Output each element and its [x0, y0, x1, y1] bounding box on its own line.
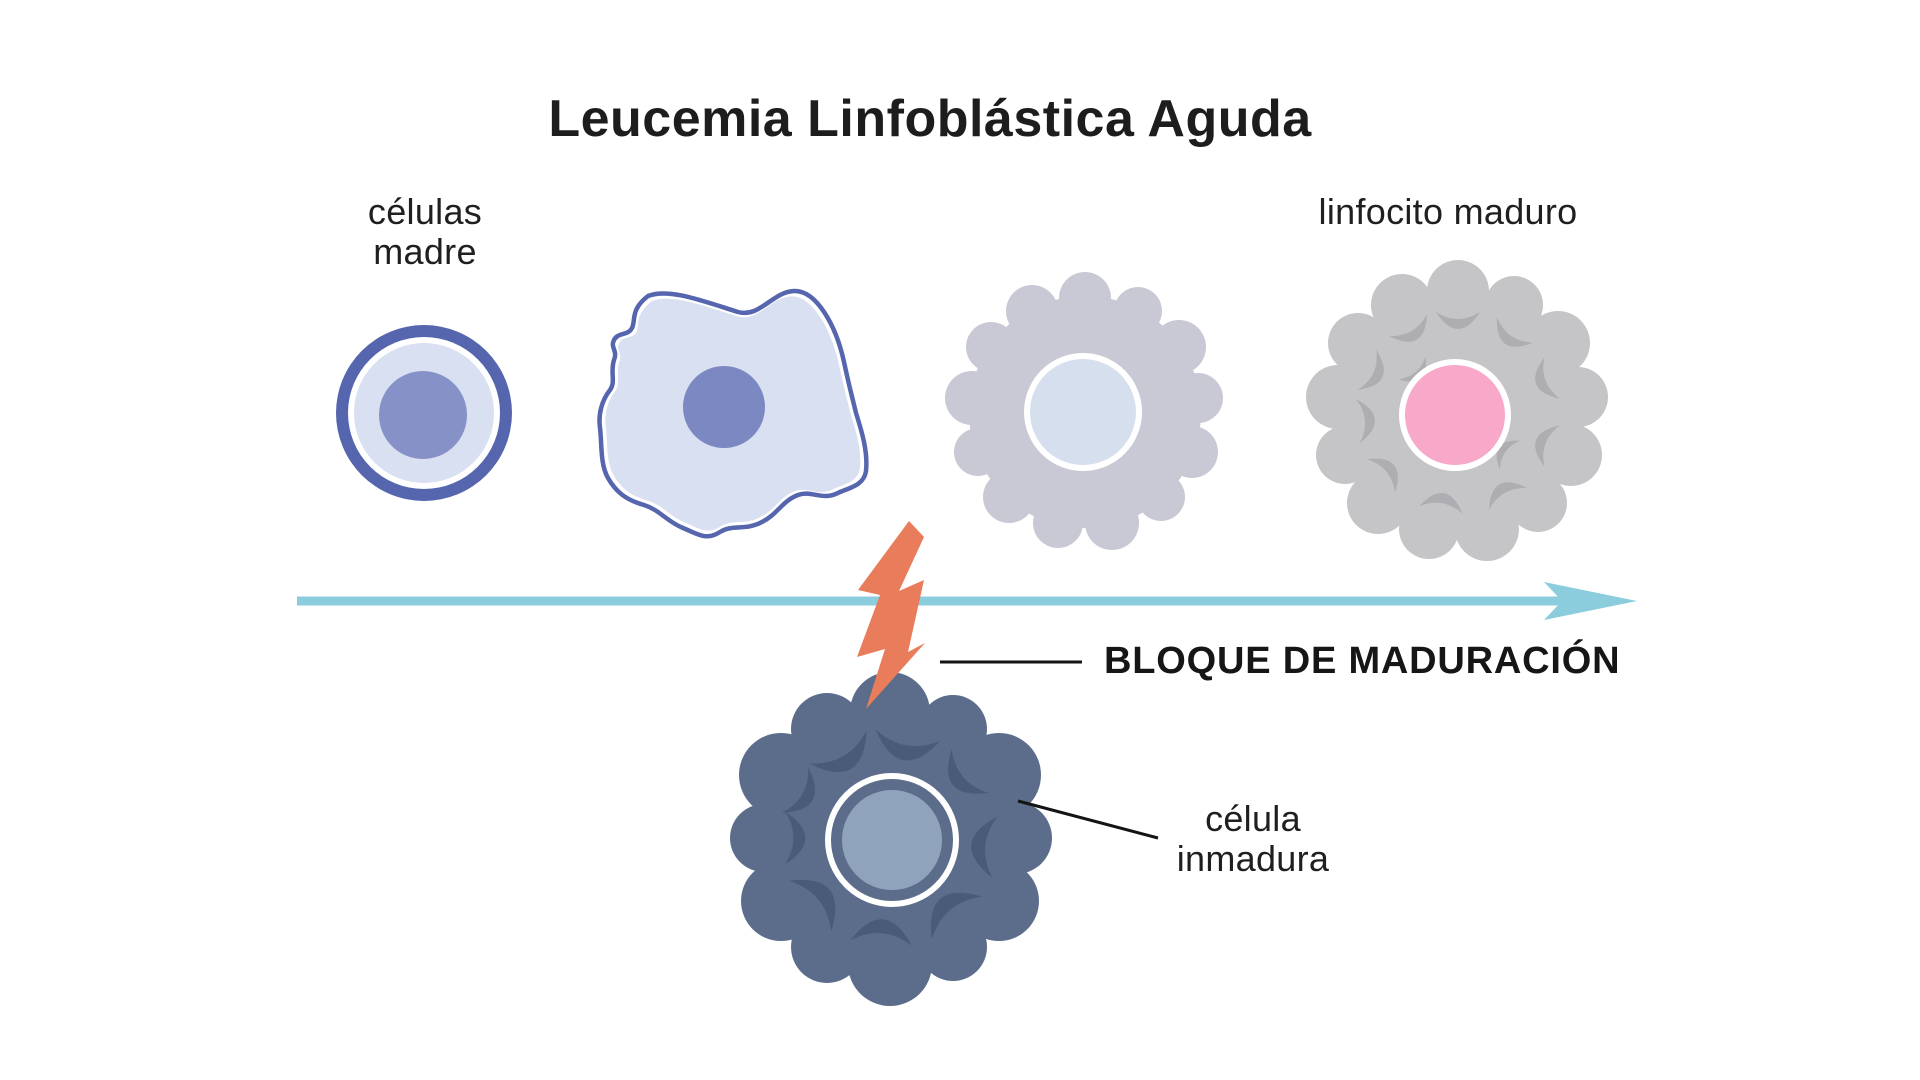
stem-cells-label-line2: madre — [373, 231, 477, 272]
stem-cell-nucleus — [379, 371, 467, 459]
mature-lymphocyte-nucleus — [1399, 359, 1511, 471]
timeline-arrow — [297, 582, 1637, 620]
mature-lymphocyte-label: linfocito maduro — [1198, 192, 1698, 232]
immature-cell-nucleus — [842, 790, 942, 890]
immature-cell-leader-line — [1017, 799, 1159, 840]
mature-lymphocyte-label-line1: linfocito maduro — [1318, 191, 1578, 232]
mature-lymphocyte-illustration — [1306, 260, 1608, 561]
stem-cell-illustration — [336, 325, 512, 501]
blast-cell-illustration — [597, 288, 869, 539]
maturing-cell-illustration — [945, 272, 1223, 550]
maturation-block-label: BLOQUE DE MADURACIÓN — [1104, 640, 1621, 682]
immature-cell-label-line1: célula — [1205, 798, 1301, 839]
page-title: Leucemia Linfoblástica Aguda — [548, 89, 1312, 148]
timeline-arrowhead — [1544, 582, 1637, 620]
immature-cell-label: célula inmadura — [1103, 799, 1403, 879]
blast-cell-nucleus — [683, 366, 765, 448]
immature-cell-label-line2: inmadura — [1176, 838, 1330, 879]
lightning-bolt-icon — [857, 521, 925, 709]
immature-cell-illustration — [730, 672, 1052, 1006]
maturing-cell-nucleus — [1024, 353, 1142, 471]
stem-cells-label-line1: células — [367, 191, 483, 232]
stem-cells-label: células madre — [275, 192, 575, 272]
immature-cell-nucleus-ring — [825, 773, 959, 907]
